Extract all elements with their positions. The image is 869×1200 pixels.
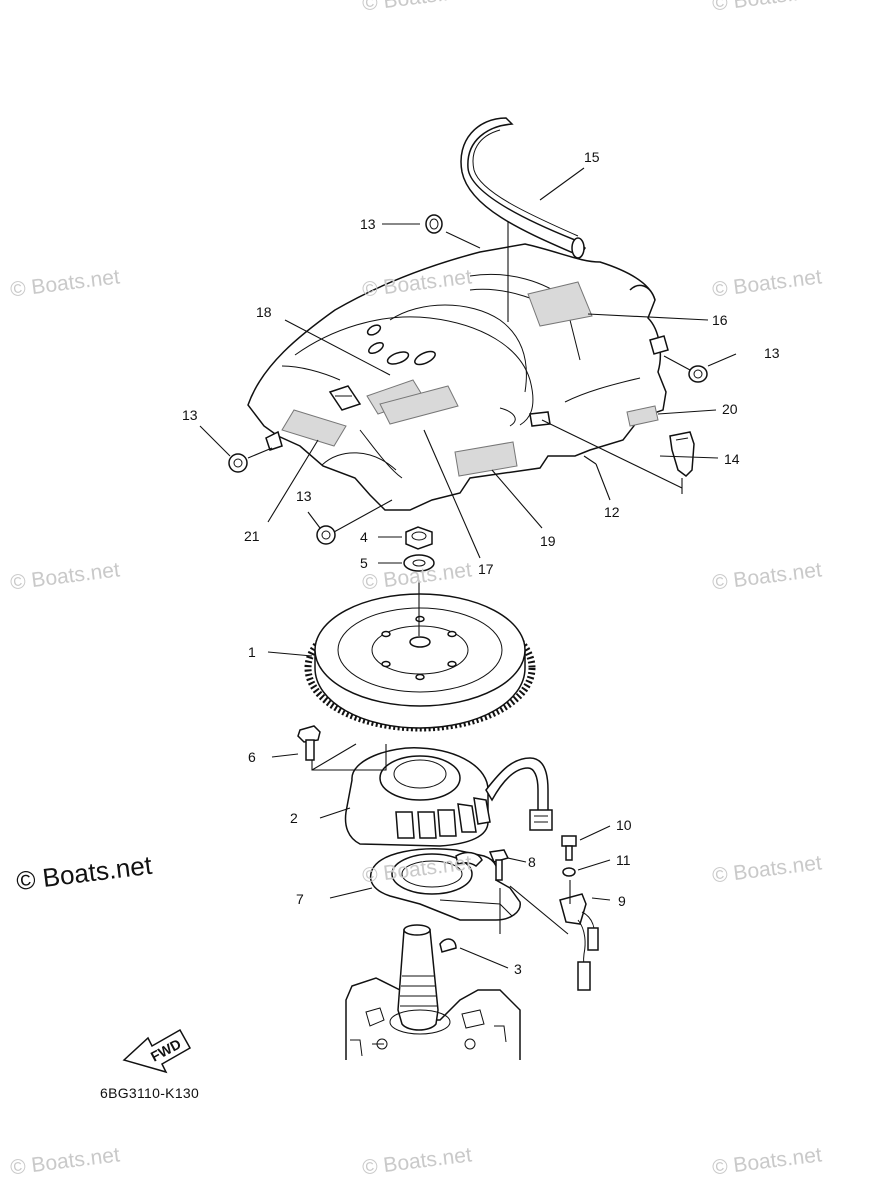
callout-8: 8 — [528, 854, 536, 870]
callout-21: 21 — [244, 528, 260, 544]
callout-4: 4 — [360, 529, 368, 545]
clip-part-14[interactable] — [669, 431, 695, 477]
callout-7: 7 — [296, 891, 304, 907]
callout-13: 13 — [182, 407, 198, 423]
callout-18: 18 — [256, 304, 272, 320]
callout-1: 1 — [248, 644, 256, 660]
flywheel-part-1[interactable] — [304, 593, 536, 732]
callout-14: 14 — [724, 451, 740, 467]
callout-16: 16 — [712, 312, 728, 328]
stator-base-part-7[interactable] — [369, 848, 521, 921]
bolt-part-8[interactable] — [488, 849, 510, 881]
callout-19: 19 — [540, 533, 556, 549]
callout-11: 11 — [616, 852, 631, 868]
hose-part-15[interactable] — [460, 117, 586, 259]
leader-lines — [199, 167, 737, 969]
key-part-3[interactable] — [439, 938, 457, 953]
callout-13: 13 — [764, 345, 780, 361]
pulser-coil-part-9[interactable] — [559, 893, 599, 991]
nut-part-4[interactable] — [405, 526, 433, 550]
callout-10: 10 — [616, 817, 632, 833]
decal-part-16 — [527, 281, 593, 327]
bolt-part-6[interactable] — [297, 725, 321, 761]
callout-9: 9 — [618, 893, 626, 909]
decal-part-21 — [281, 409, 347, 447]
screw-part-10[interactable] — [561, 835, 577, 861]
callout-12: 12 — [604, 504, 620, 520]
washer-part-11[interactable] — [562, 867, 576, 877]
drawing-code: 6BG3110-K130 — [100, 1085, 200, 1101]
callout-15: 15 — [584, 149, 600, 165]
callouts: 15 13 18 16 13 13 20 14 13 12 21 4 19 5 … — [182, 149, 780, 977]
decal-part-18 — [379, 385, 459, 425]
flywheel-cover-part-12[interactable] — [247, 243, 669, 511]
crankshaft-engine-block — [345, 924, 521, 1060]
callout-20: 20 — [722, 401, 738, 417]
callout-17: 17 — [478, 561, 494, 577]
washer-part-5[interactable] — [403, 554, 435, 572]
callout-6: 6 — [248, 749, 256, 765]
decal-part-20 — [626, 405, 659, 427]
callout-3: 3 — [514, 961, 522, 977]
callout-13: 13 — [360, 216, 376, 232]
callout-13: 13 — [296, 488, 312, 504]
fwd-arrow-icon: FWD — [122, 1028, 192, 1074]
callout-5: 5 — [360, 555, 368, 571]
callout-2: 2 — [290, 810, 298, 826]
stator-part-2[interactable] — [344, 747, 553, 847]
decal-part-19 — [454, 441, 518, 477]
grommet-part-13[interactable] — [228, 214, 708, 545]
